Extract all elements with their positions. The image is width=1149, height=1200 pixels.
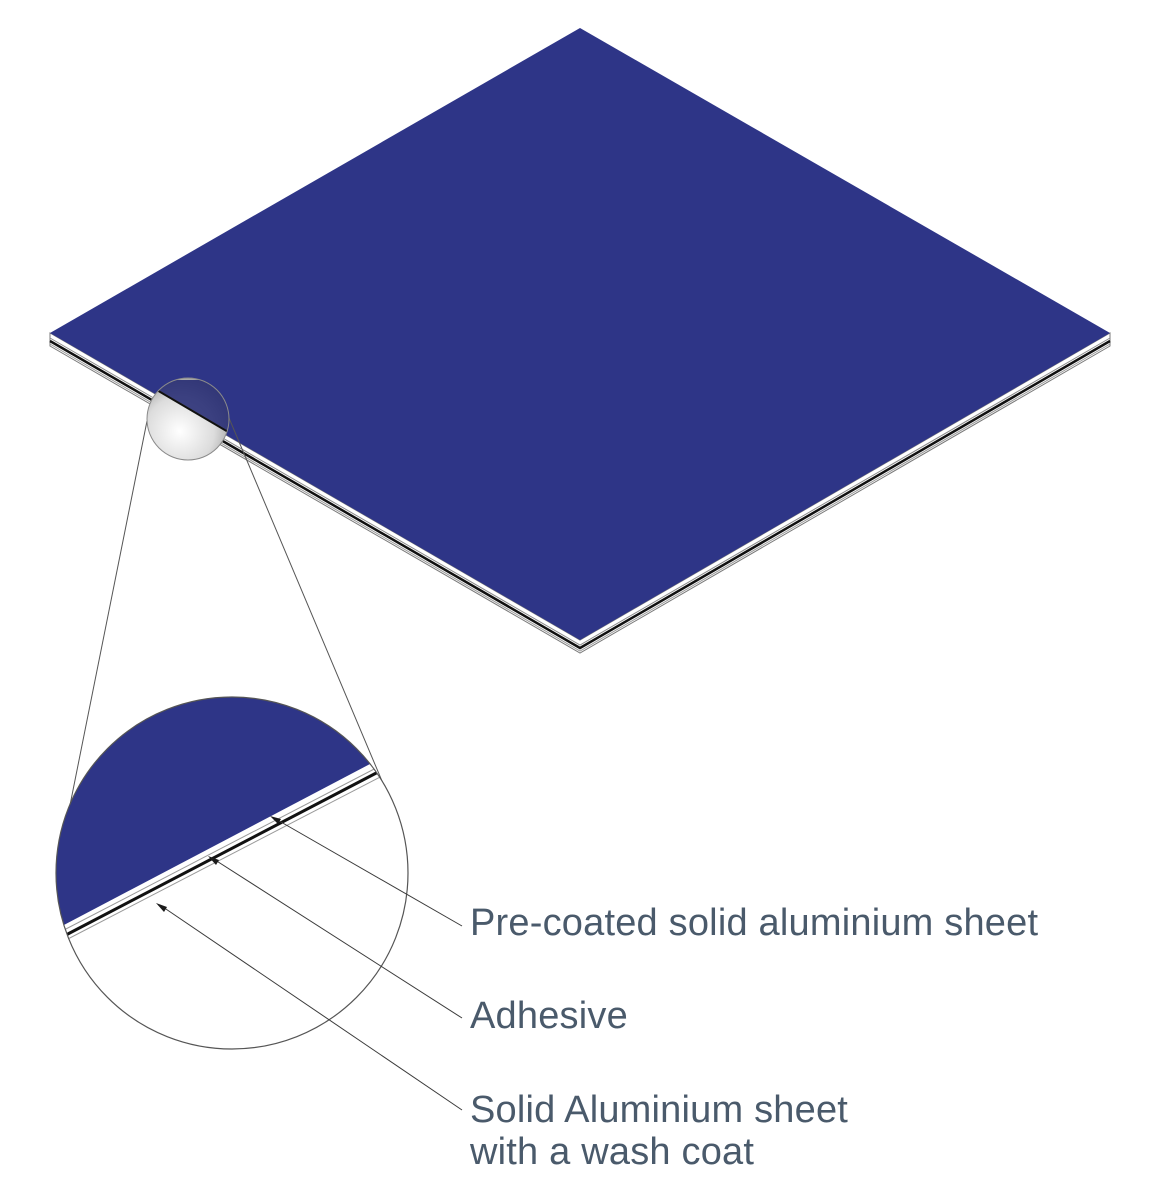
label-adhesive: Adhesive [470, 995, 628, 1037]
arrowhead-precoated [270, 816, 281, 824]
detail-magnified-circle [55, 696, 409, 1050]
label-solid-sheet-line1: Solid Aluminium sheet [470, 1089, 849, 1131]
magnifier-connector-lines [58, 417, 391, 861]
leader-line-adhesive [211, 857, 463, 1019]
arrowhead-adhesive [208, 856, 219, 865]
leader-lines [159, 817, 463, 1111]
leader-arrowheads [156, 816, 281, 912]
panel-top-surface [50, 28, 1110, 640]
leader-line-precoated [273, 817, 463, 927]
arrowhead-solid-sheet [156, 903, 167, 912]
label-solid-sheet-line2: with a wash coat [470, 1131, 755, 1173]
label-precoated-sheet: Pre-coated solid aluminium sheet [470, 902, 1039, 944]
leader-line-solid-sheet [159, 904, 463, 1111]
panel-edge [49, 332, 1111, 654]
magnifier-lens [146, 377, 230, 461]
label-solid-aluminium-sheet: Solid Aluminium sheet with a wash coat [470, 1089, 848, 1173]
